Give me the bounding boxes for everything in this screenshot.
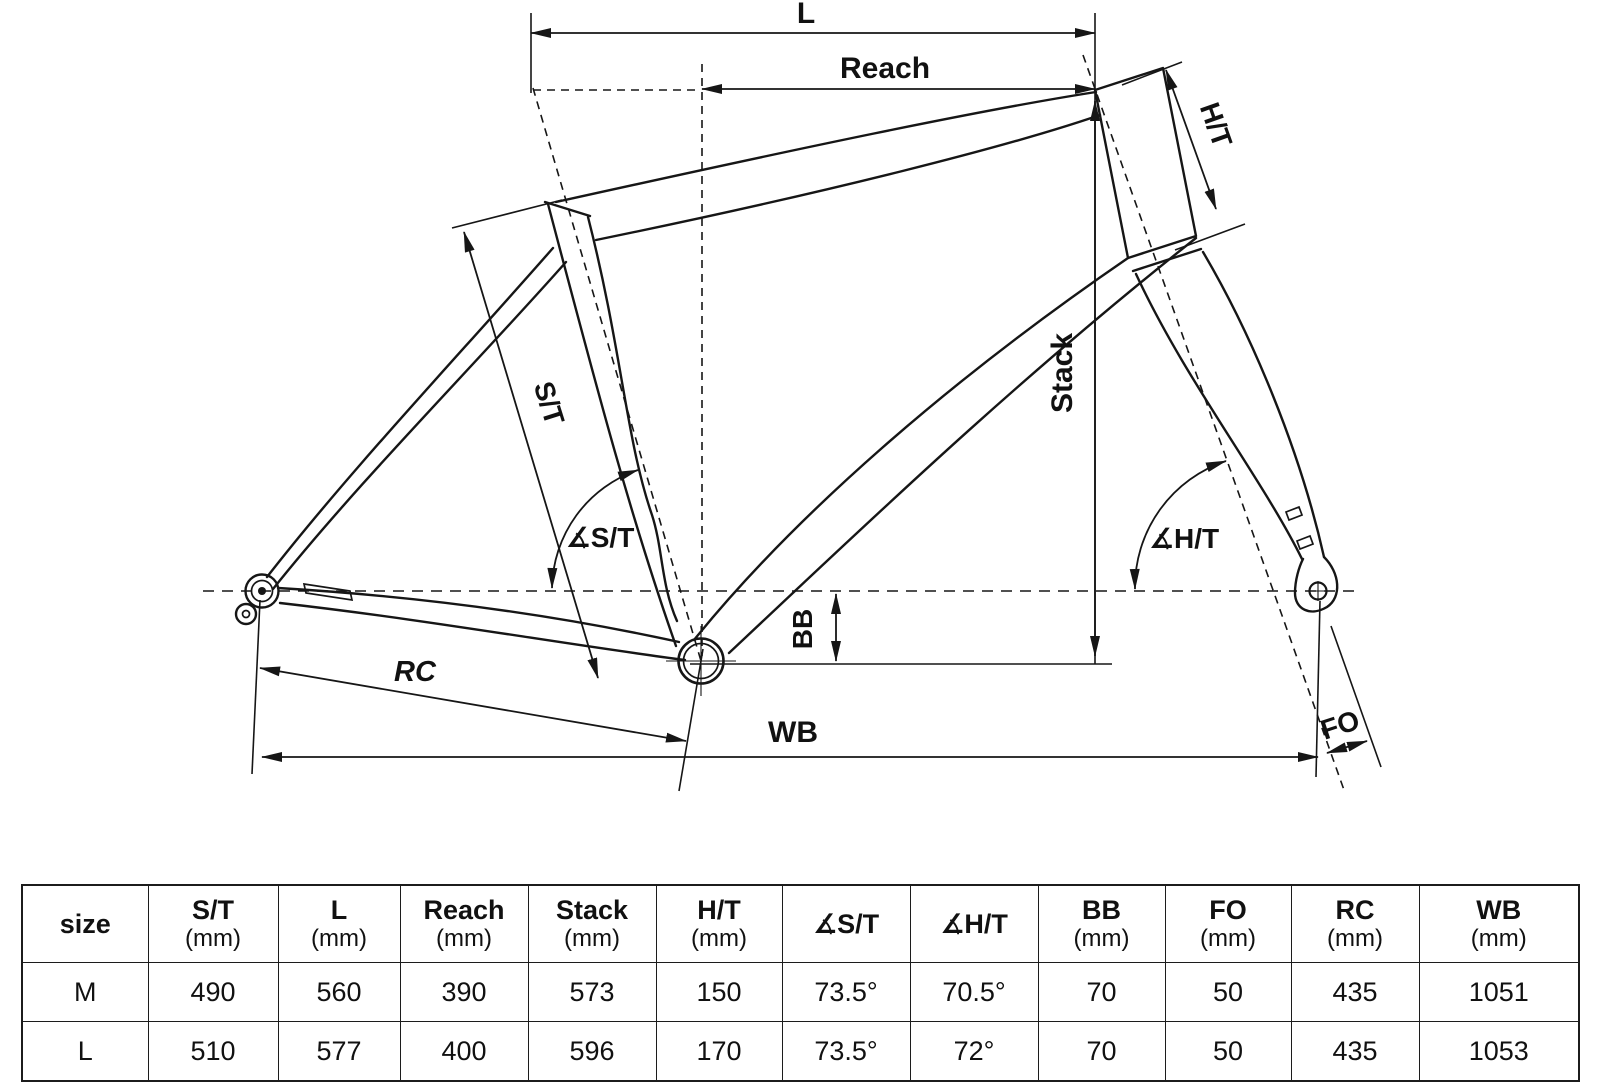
seat-tube-axis — [532, 87, 702, 662]
label-bb-drop: BB — [787, 609, 818, 649]
front-axle-crosshair — [1308, 581, 1328, 601]
fork-trailing-edge — [1134, 272, 1304, 561]
down-tube-upper-edge — [692, 256, 1130, 642]
bottom-bracket-crosshair — [666, 626, 736, 696]
col-header-ht: H/T(mm) — [655, 884, 783, 963]
seat-tube-top-cap — [543, 200, 592, 218]
fork-offset-parallel-line — [1330, 625, 1382, 768]
toptube-left-extension — [451, 199, 563, 229]
col-header-l: L(mm) — [277, 884, 401, 963]
dim-head-angle-arc — [1129, 460, 1227, 590]
table-row-size-m: M 490 560 390 573 150 73.5° 70.5° 70 50 … — [21, 962, 1580, 1022]
cell-l-size: L — [21, 1021, 149, 1082]
bike-frame-outline — [234, 66, 1339, 696]
cell-m-seat-angle: 73.5° — [781, 962, 911, 1022]
label-top-tube-l: L — [797, 0, 815, 30]
header-row: size S/T(mm) L(mm) Reach(mm) Stack(mm) H… — [21, 884, 1580, 963]
geometry-table: size S/T(mm) L(mm) Reach(mm) Stack(mm) H… — [21, 884, 1580, 1082]
col-header-head-angle: ∡H/T — [909, 884, 1039, 963]
cell-l-reach: 400 — [399, 1021, 529, 1082]
col-header-rc: RC(mm) — [1290, 884, 1420, 963]
cell-l-ht: 170 — [655, 1021, 783, 1082]
col-header-st: S/T(mm) — [147, 884, 279, 963]
dimension-labels: L Reach H/T S/T Stack ∡S/T ∡H/T BB RC WB… — [394, 0, 1363, 749]
steering-axis — [1082, 54, 1345, 791]
rear-dropout-extension — [251, 599, 261, 775]
col-header-bb: BB(mm) — [1037, 884, 1166, 963]
dim-seat-tube-length — [463, 231, 599, 679]
cell-l-st: 510 — [147, 1021, 279, 1082]
cell-m-size: M — [21, 962, 149, 1022]
seat-tube-right-edge — [586, 215, 679, 623]
dim-fork-offset — [1326, 740, 1368, 754]
rear-dropout-outer — [244, 573, 280, 609]
rear-axle-center — [258, 587, 266, 595]
geometry-drawing: L Reach H/T S/T Stack ∡S/T ∡H/T BB RC WB… — [203, 0, 1382, 792]
front-dropout-extension — [1315, 600, 1321, 778]
down-tube-lower-edge — [727, 236, 1198, 655]
fork-crown-line — [1131, 247, 1203, 273]
fork-boss-lower — [1295, 534, 1315, 551]
chain-stay-upper — [276, 586, 681, 644]
label-wheelbase: WB — [768, 716, 818, 749]
cell-l-head-angle: 72° — [909, 1021, 1039, 1082]
cell-l-wb: 1053 — [1418, 1021, 1580, 1082]
cell-m-ht: 150 — [655, 962, 783, 1022]
derailleur-hanger — [234, 602, 258, 626]
col-header-fo: FO(mm) — [1164, 884, 1292, 963]
bb-down-extension — [678, 648, 704, 792]
cell-m-fo: 50 — [1164, 962, 1292, 1022]
cell-l-bb: 70 — [1037, 1021, 1166, 1082]
label-head-angle: ∡H/T — [1149, 523, 1219, 554]
cell-m-stack: 573 — [527, 962, 657, 1022]
label-stack: Stack — [1046, 333, 1079, 413]
cell-m-reach: 390 — [399, 962, 529, 1022]
col-header-size: size — [21, 884, 149, 963]
construction-lines — [203, 54, 1362, 791]
fork-leading-edge — [1201, 250, 1326, 559]
headtube-top-extension — [1121, 61, 1183, 86]
cell-l-fo: 50 — [1164, 1021, 1292, 1082]
cell-l-l: 577 — [277, 1021, 401, 1082]
label-head-tube: H/T — [1194, 98, 1238, 151]
dimension-lines — [259, 28, 1368, 762]
cell-l-seat-angle: 73.5° — [781, 1021, 911, 1082]
dim-rear-center — [259, 666, 687, 743]
fork-boss-upper — [1284, 505, 1304, 522]
frame-geometry-diagram: L Reach H/T S/T Stack ∡S/T ∡H/T BB RC WB… — [203, 0, 1382, 792]
cell-m-bb: 70 — [1037, 962, 1166, 1022]
dim-seat-angle-arc — [547, 469, 639, 589]
cell-m-head-angle: 70.5° — [909, 962, 1039, 1022]
seat-stay-upper — [265, 246, 555, 579]
chainstay-mount-detail — [302, 582, 354, 602]
dim-head-tube-length — [1165, 69, 1217, 210]
label-fork-offset: FO — [1317, 704, 1364, 746]
seat-tube-left-edge — [546, 202, 678, 648]
cell-l-rc: 435 — [1290, 1021, 1420, 1082]
cell-l-stack: 596 — [527, 1021, 657, 1082]
cell-m-wb: 1051 — [1418, 962, 1580, 1022]
cell-m-st: 490 — [147, 962, 279, 1022]
col-header-reach: Reach(mm) — [399, 884, 529, 963]
cell-m-l: 560 — [277, 962, 401, 1022]
fork-dropout-tip — [1293, 555, 1339, 613]
col-header-wb: WB(mm) — [1418, 884, 1580, 963]
label-reach: Reach — [840, 52, 930, 85]
cell-m-rc: 435 — [1290, 962, 1420, 1022]
label-seat-angle: ∡S/T — [566, 522, 635, 553]
top-tube-lower-edge — [594, 113, 1102, 242]
col-header-seat-angle: ∡S/T — [781, 884, 911, 963]
col-header-stack: Stack(mm) — [527, 884, 657, 963]
label-seat-tube: S/T — [528, 378, 571, 429]
label-rear-center: RC — [394, 656, 437, 688]
table-row-size-l: L 510 577 400 596 170 73.5° 72° 70 50 43… — [21, 1021, 1580, 1082]
rear-dropout-inner — [250, 579, 274, 603]
top-tube-upper-edge — [554, 90, 1098, 204]
derailleur-hanger-hole — [241, 609, 251, 619]
